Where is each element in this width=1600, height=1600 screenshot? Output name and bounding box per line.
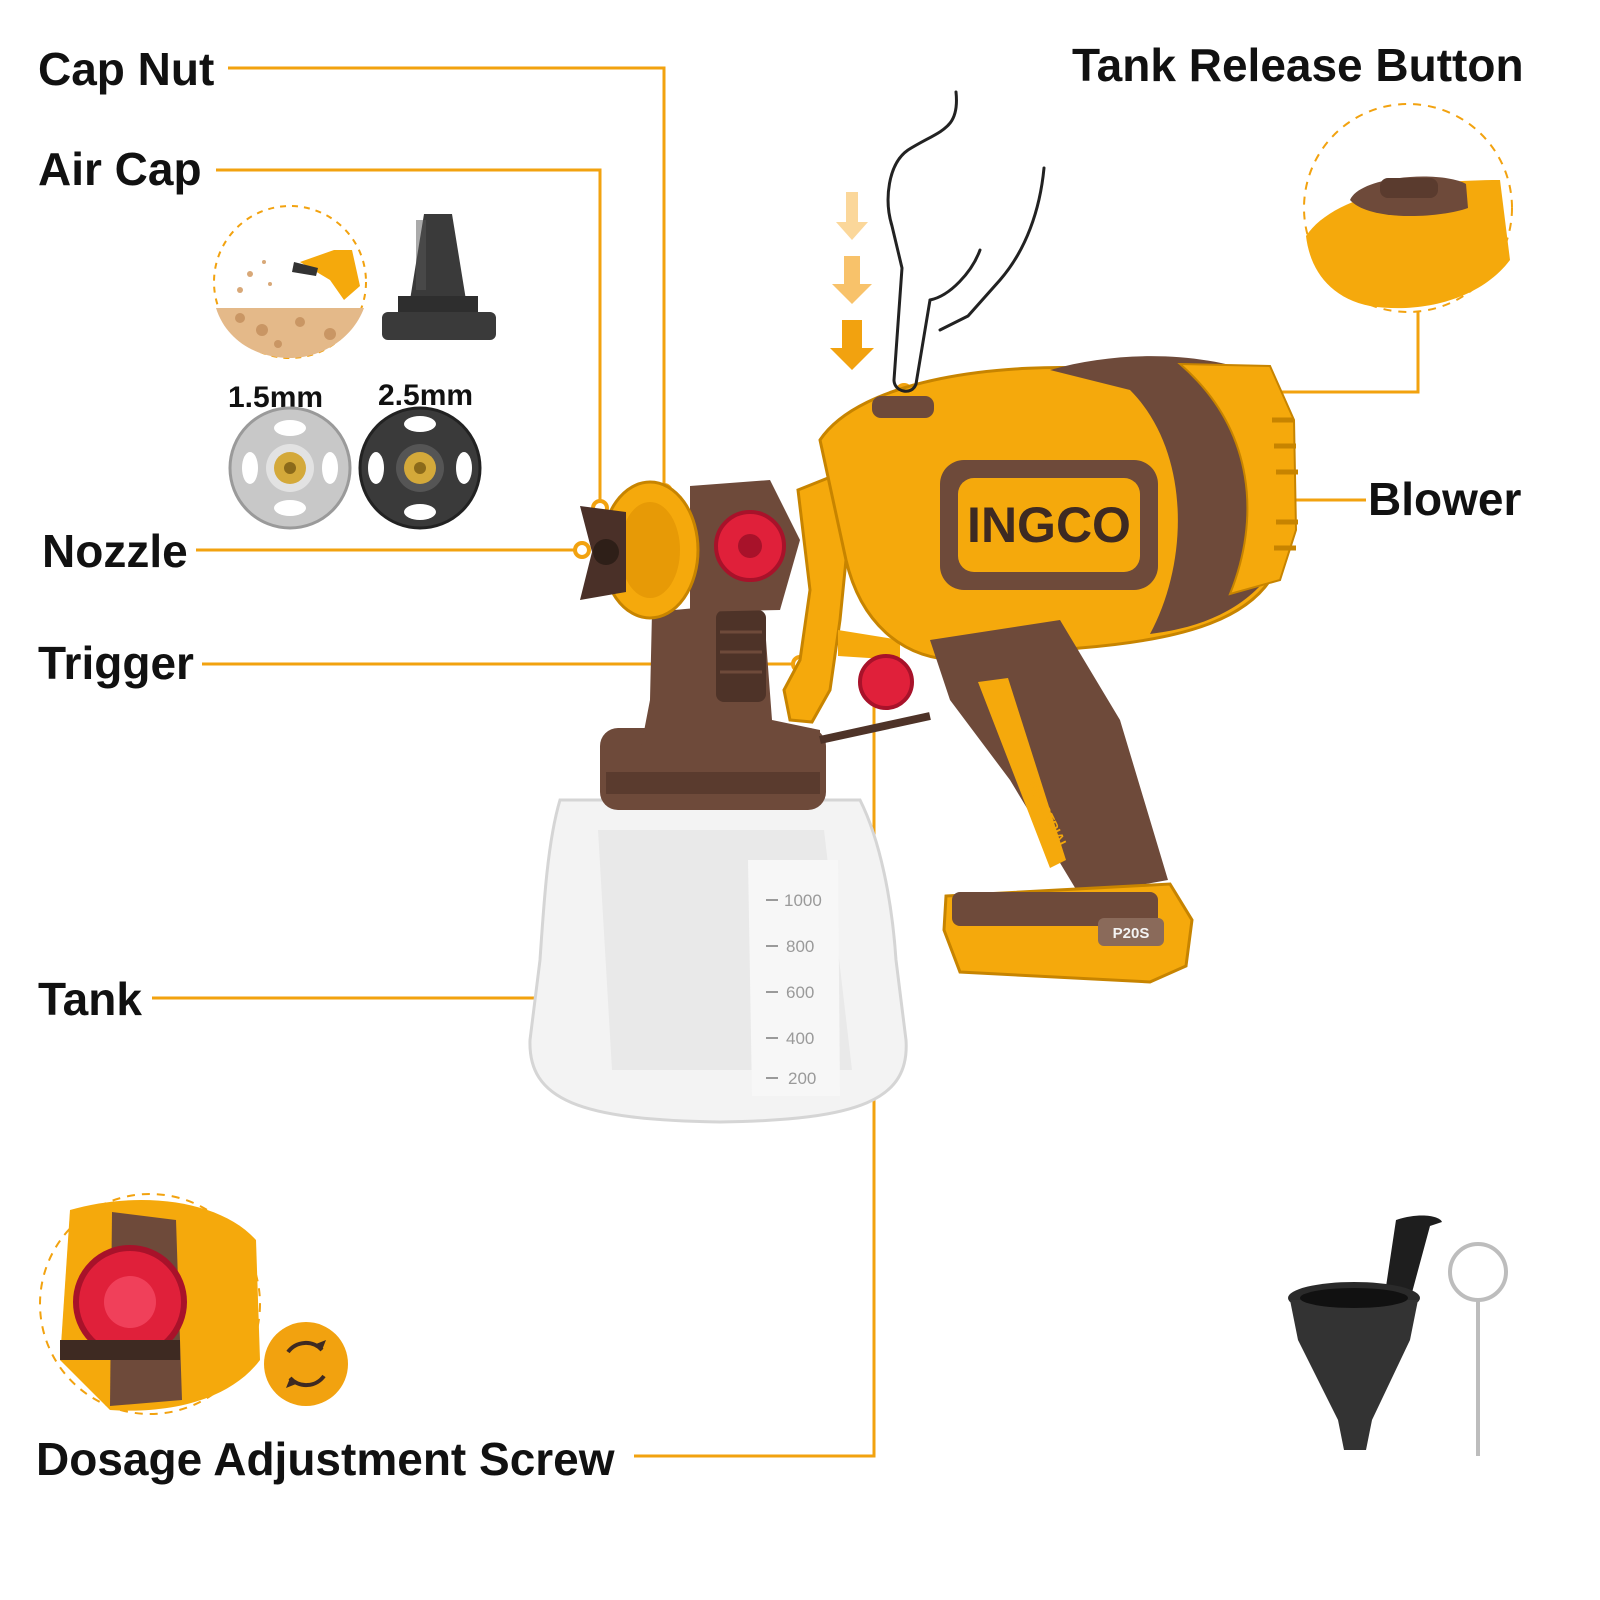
tank-scale: 1000 800 600 400 200 [766,891,822,1088]
brand-logo: INGCO [967,497,1131,553]
rotate-icon [264,1322,348,1406]
air-cap-nozzle-icon [382,214,496,340]
scale-mark-400: 400 [786,1029,814,1048]
cleaning-pin-icon [1448,1242,1508,1456]
blower-label: Blower [1368,473,1522,525]
scale-mark-1000: 1000 [784,891,822,910]
dosage-adjustment-screw-label: Dosage Adjustment Screw [36,1433,615,1485]
air-cap-usage-photo [213,205,367,359]
nozzle-disc-1-5mm [228,406,352,530]
model-badge: P20S [1113,925,1150,942]
nozzle-size-small-label: 1.5mm [228,381,324,414]
spray-gun: INGCO INDUSTRIAL P20S [580,356,1298,984]
scale-mark-800: 800 [786,937,814,956]
nozzle-label: Nozzle [42,525,188,577]
cap-nut-label: Cap Nut [38,43,215,95]
trigger-label: Trigger [38,637,194,689]
air-cap-label: Air Cap [38,143,202,195]
paint-tank: 1000 800 600 400 200 [528,728,908,1124]
scale-mark-200: 200 [788,1069,816,1088]
hand-pointer-icon [886,90,1046,393]
dosage-knob-inset [39,1193,261,1415]
tank-release-inset [1303,103,1513,313]
nozzle-disc-2-5mm [358,406,482,530]
nozzle-size-large-label: 2.5mm [378,379,474,412]
down-arrow-icon [830,192,874,370]
tank-label: Tank [38,973,142,1025]
funnel-icon [1288,1215,1442,1450]
scale-mark-600: 600 [786,983,814,1002]
tank-release-button-label: Tank Release Button [1072,39,1524,91]
